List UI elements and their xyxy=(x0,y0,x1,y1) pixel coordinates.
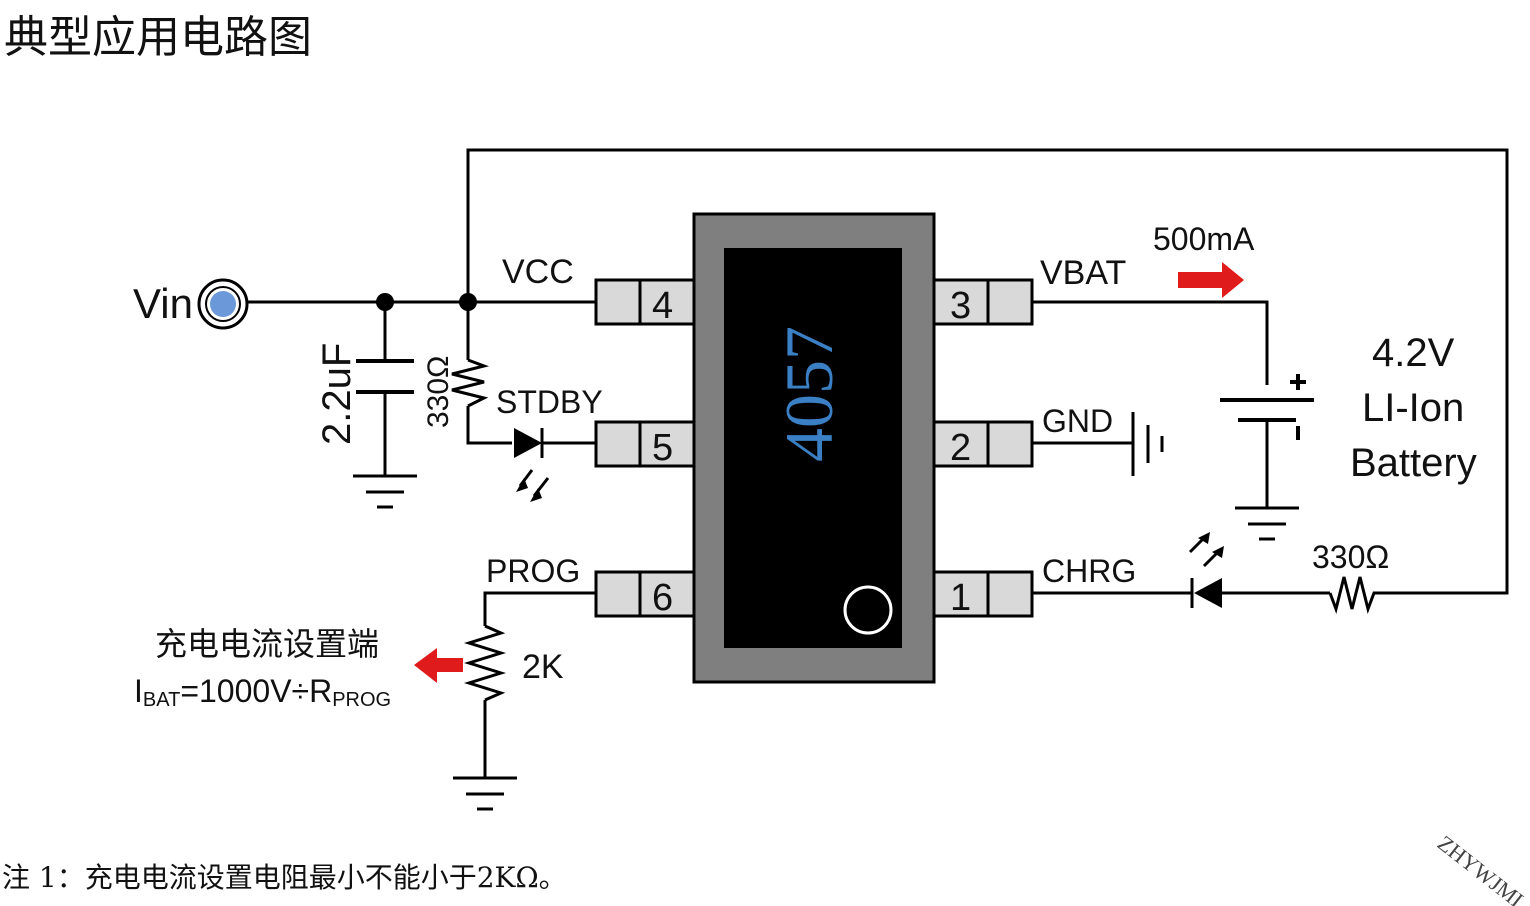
pin-4: 4 xyxy=(594,278,696,327)
pin-5: 5 xyxy=(594,420,696,469)
vin-terminal-core xyxy=(210,291,236,317)
prog-arrow-icon xyxy=(414,648,463,683)
footnote: 注 1：充电电流设置电阻最小不能小于2KΩ。 xyxy=(2,861,567,894)
pin-2-number: 2 xyxy=(950,427,971,469)
pin-1-number: 1 xyxy=(950,577,971,619)
wire-vbat xyxy=(1032,300,1269,385)
battery-voltage: 4.2V xyxy=(1372,331,1455,375)
vin-terminal xyxy=(197,278,249,330)
wires xyxy=(246,148,1509,777)
resistor-prog-label: 2K xyxy=(522,648,564,686)
formula-i: I xyxy=(134,673,143,709)
chip-4057: 4057 xyxy=(692,212,936,684)
prog-note-title: 充电电流设置端 xyxy=(155,625,379,663)
pin1-marker xyxy=(843,585,893,635)
wire-top-loop xyxy=(466,148,1509,595)
junction-dot xyxy=(459,293,477,311)
pin-1-label: CHRG xyxy=(1042,553,1136,589)
prog-note-formula: IBAT=1000V÷RPROG xyxy=(134,673,391,711)
capacitor-symbol xyxy=(356,359,414,394)
pin-5-label: STDBY xyxy=(496,384,603,420)
resistor-chrg-symbol xyxy=(1328,576,1378,615)
wire-stdby-bottom xyxy=(466,406,512,445)
pin-2: 2 xyxy=(932,420,1034,469)
chip-name: 4057 xyxy=(771,326,847,462)
formula-r-sub: PROG xyxy=(332,689,391,711)
battery-chem: LI-Ion xyxy=(1362,386,1464,430)
pin-3-number: 3 xyxy=(950,285,971,327)
battery-word: Battery xyxy=(1350,441,1477,485)
resistor-stdby-symbol xyxy=(451,358,490,408)
pin-2-label: GND xyxy=(1042,403,1113,439)
pin-3: 3 xyxy=(932,278,1034,327)
battery-symbol xyxy=(1220,374,1314,440)
pin-6-number: 6 xyxy=(652,577,673,619)
ground-symbol xyxy=(1235,506,1299,541)
led-stdby-icon xyxy=(514,428,550,502)
pin-3-label: VBAT xyxy=(1040,254,1126,292)
vin-label: Vin xyxy=(133,280,193,327)
chip-body xyxy=(724,248,902,648)
capacitor-label: 2.2uF xyxy=(315,343,359,445)
led-chrg-icon xyxy=(1188,532,1224,608)
formula-mid: =1000V÷R xyxy=(180,673,332,709)
ground-chassis-icon xyxy=(1131,412,1164,476)
pin-4-label: VCC xyxy=(502,253,574,291)
pin-4-number: 4 xyxy=(652,285,673,327)
pin-1: 1 xyxy=(932,570,1034,619)
resistor-prog-symbol xyxy=(463,624,507,702)
resistor-chrg-label: 330Ω xyxy=(1312,539,1389,575)
formula-i-sub: BAT xyxy=(143,689,180,711)
junction-dot xyxy=(376,293,394,311)
ground-symbol xyxy=(353,474,417,509)
pin-6: 6 xyxy=(594,570,696,619)
watermark: ZHYWJML xyxy=(1433,830,1530,906)
ground-symbol xyxy=(453,776,517,811)
pin-6-label: PROG xyxy=(486,553,580,589)
resistor-stdby-label: 330Ω xyxy=(422,356,455,428)
pin-5-number: 5 xyxy=(652,427,673,469)
wire-prog xyxy=(483,591,596,626)
current-arrow-icon xyxy=(1178,262,1244,298)
page-title: 典型应用电路图 xyxy=(4,12,312,63)
current-label: 500mA xyxy=(1153,221,1255,257)
